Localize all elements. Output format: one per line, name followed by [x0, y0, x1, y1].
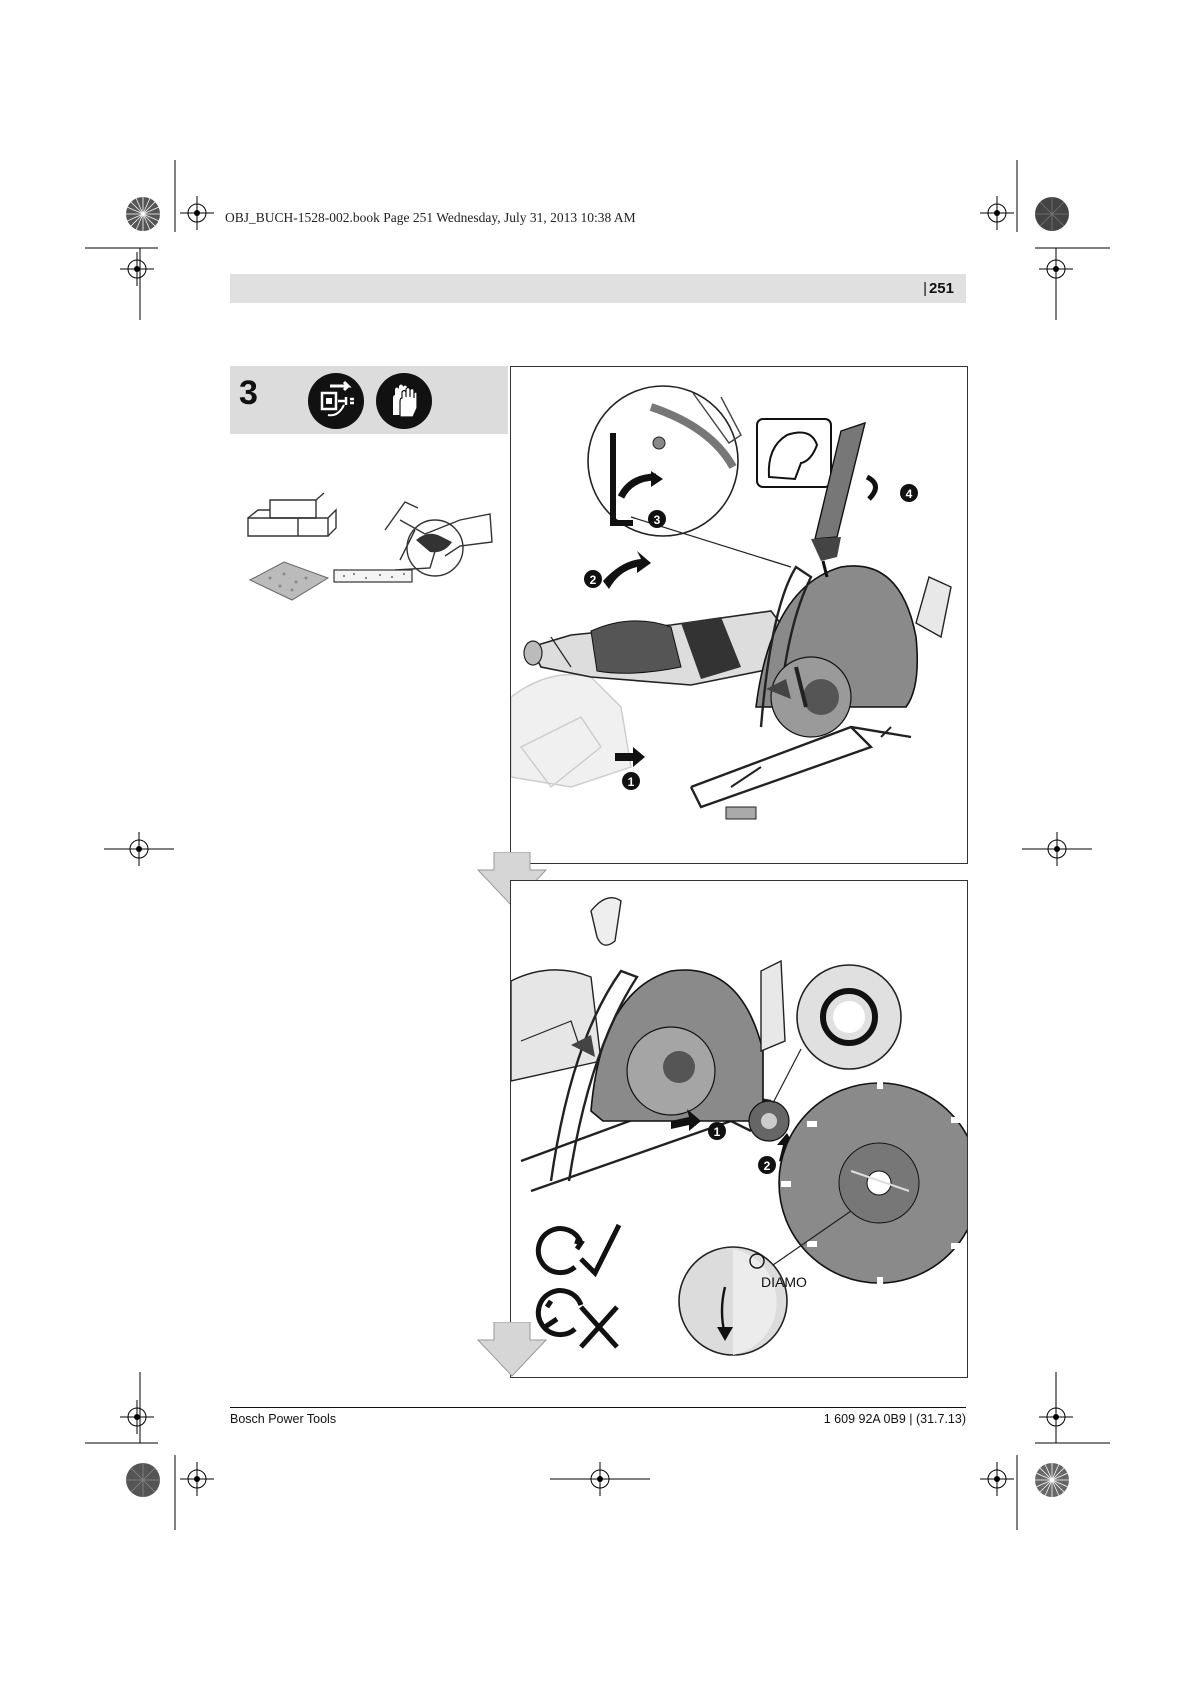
- callout-3: 3: [654, 513, 661, 527]
- registration-mark: [550, 1462, 650, 1496]
- application-illustration: [247, 492, 493, 601]
- registration-mark: [104, 832, 174, 866]
- registration-mark: [1022, 832, 1092, 866]
- footer-doc-number: 1 609 92A 0B9 | (31.7.13): [823, 1412, 966, 1426]
- figure-panel-top: 1 2 3 4: [510, 366, 968, 864]
- registration-mark: [980, 1462, 1014, 1496]
- step-number: 3: [239, 374, 258, 412]
- blade-label: DIAMO: [761, 1274, 807, 1290]
- step-header: 3: [230, 366, 508, 434]
- registration-mark: [120, 252, 154, 286]
- page-header-bar: 251: [230, 274, 966, 303]
- registration-starburst: [126, 197, 160, 231]
- callout-marker: 1: [622, 772, 640, 790]
- footer-brand: Bosch Power Tools: [230, 1412, 337, 1426]
- callout-2: 2: [764, 1159, 771, 1173]
- registration-mark: [1039, 1400, 1073, 1434]
- callout-marker: 3: [648, 510, 666, 528]
- callout-4: 4: [906, 487, 913, 501]
- registration-starburst: [126, 1463, 160, 1497]
- callout-1: 1: [714, 1125, 721, 1139]
- registration-starburst: [1035, 197, 1069, 231]
- registration-starburst: [1035, 1463, 1069, 1497]
- callout-2: 2: [590, 573, 597, 587]
- footer-rule: [230, 1407, 966, 1408]
- callout-marker: 4: [900, 484, 918, 502]
- page-number: 251: [923, 280, 954, 297]
- gloves-icon: [376, 373, 432, 429]
- registration-mark: [120, 1400, 154, 1434]
- slug-line: OBJ_BUCH-1528-002.book Page 251 Wednesda…: [225, 210, 636, 225]
- registration-mark: [980, 196, 1014, 230]
- registration-mark: [180, 1462, 214, 1496]
- registration-mark: [180, 196, 214, 230]
- unplug-icon: [308, 373, 364, 429]
- callout-1: 1: [628, 775, 635, 789]
- callout-marker: 2: [758, 1156, 776, 1174]
- callout-marker: 2: [584, 570, 602, 588]
- callout-marker: 1: [708, 1122, 726, 1140]
- figure-panel-bottom: DIAMO 1 2: [510, 880, 968, 1378]
- registration-mark: [1039, 252, 1073, 286]
- step-flow-arrow: [476, 1322, 548, 1377]
